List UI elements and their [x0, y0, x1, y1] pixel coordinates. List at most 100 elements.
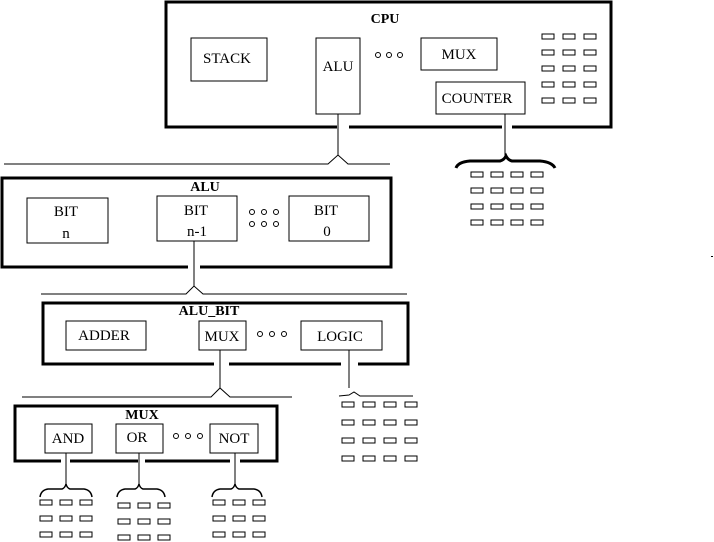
register-cell [562, 49, 576, 56]
output-cell [404, 455, 418, 462]
alu-bit-0-line1: BIT [314, 203, 338, 219]
connector-cpu-alu [4, 114, 390, 165]
alu-frame [0, 176, 393, 269]
counter-brace-icon [454, 152, 557, 169]
output-cell [59, 515, 73, 522]
output-cell [383, 401, 397, 408]
register-cell [583, 65, 597, 72]
output-cell [530, 171, 544, 178]
cpu-frame [164, 0, 613, 129]
output-cell [490, 171, 504, 178]
output-cell [530, 187, 544, 194]
output-cell [157, 518, 171, 525]
register-cell [541, 81, 555, 88]
output-cell [232, 499, 246, 506]
mux-ellipsis-icon [173, 433, 203, 439]
output-cell [470, 219, 484, 226]
register-cell [541, 49, 555, 56]
alu-bit-adder-label: ADDER [78, 328, 130, 344]
alu-bit-n-1-box [156, 195, 238, 242]
register-cell [562, 65, 576, 72]
connector-alubit-logic [338, 350, 418, 462]
gate-output-grid [212, 499, 266, 538]
brace-icon [211, 483, 263, 498]
stray-mark [711, 256, 713, 257]
register-cell [562, 81, 576, 88]
register-cell [541, 33, 555, 40]
alu-ellipsis-icon [249, 209, 279, 227]
output-cell [212, 499, 226, 506]
cpu-alu-label: ALU [323, 59, 354, 75]
output-cell [530, 203, 544, 210]
output-cell [232, 515, 246, 522]
alu-bit-mux-label: MUX [204, 329, 239, 345]
output-cell [252, 515, 266, 522]
cpu-counter-label: COUNTER [442, 91, 513, 107]
gate-output-or [116, 453, 171, 541]
alu-bit-frame [41, 301, 410, 366]
output-cell [530, 219, 544, 226]
output-cell [404, 437, 418, 444]
output-cell [490, 203, 504, 210]
output-cell [383, 455, 397, 462]
output-cell [510, 219, 524, 226]
output-cell [59, 499, 73, 506]
register-cell [541, 97, 555, 104]
output-cell [39, 515, 53, 522]
register-cell [562, 97, 576, 104]
mux-block: MUX AND OR NOT [13, 404, 279, 463]
cpu-register-grid [541, 33, 597, 104]
output-cell [383, 419, 397, 426]
alu-bit-ellipsis-icon [257, 331, 287, 337]
counter-output-grid [470, 171, 544, 226]
output-cell [137, 534, 151, 541]
output-cell [341, 419, 355, 426]
output-cell [510, 187, 524, 194]
output-cell [470, 171, 484, 178]
connector-alubit-mux [22, 350, 292, 398]
output-cell [79, 515, 93, 522]
output-cell [59, 531, 73, 538]
brace-icon [116, 483, 166, 498]
alu-bit-0-box [288, 195, 370, 242]
cpu-stack-box [190, 37, 268, 82]
mux-and-label: AND [52, 431, 85, 447]
output-cell [362, 455, 376, 462]
gate-output-grid [39, 499, 93, 538]
output-cell [362, 401, 376, 408]
alu-block: ALU BIT n BIT n-1 BIT 0 [0, 176, 393, 269]
logic-output-grid [341, 401, 418, 462]
cpu-stack-label: STACK [203, 51, 251, 67]
register-cell [562, 33, 576, 40]
output-cell [404, 401, 418, 408]
alu-bit-title: ALU_BIT [179, 304, 240, 319]
cpu-title: CPU [371, 12, 400, 27]
cpu-mux-label: MUX [441, 47, 476, 63]
output-cell [157, 534, 171, 541]
mux-not-label: NOT [219, 431, 250, 447]
output-cell [39, 531, 53, 538]
alu-bit-n-line1: BIT [54, 204, 78, 220]
mux-not-box [209, 423, 259, 454]
output-cell [252, 531, 266, 538]
register-cell [583, 81, 597, 88]
mux-or-label: OR [127, 430, 148, 446]
output-cell [362, 419, 376, 426]
output-cell [490, 187, 504, 194]
cpu-ellipsis-icon [375, 52, 403, 58]
register-cell [583, 49, 597, 56]
mux-title: MUX [125, 408, 158, 423]
output-cell [470, 187, 484, 194]
gate-output-and [39, 453, 93, 538]
connector-cpu-counter [454, 114, 557, 226]
alu-bit-logic-label: LOGIC [317, 329, 363, 345]
cpu-block: CPU STACK ALU MUX COUNTER [164, 0, 613, 129]
cpu-alu-box [315, 37, 361, 115]
mux-gate-outputs [39, 453, 266, 541]
register-cell [583, 97, 597, 104]
alu-bit-n-line2: n [62, 226, 70, 242]
output-cell [117, 534, 131, 541]
cpu-counter-box [435, 81, 526, 115]
register-cell [583, 33, 597, 40]
